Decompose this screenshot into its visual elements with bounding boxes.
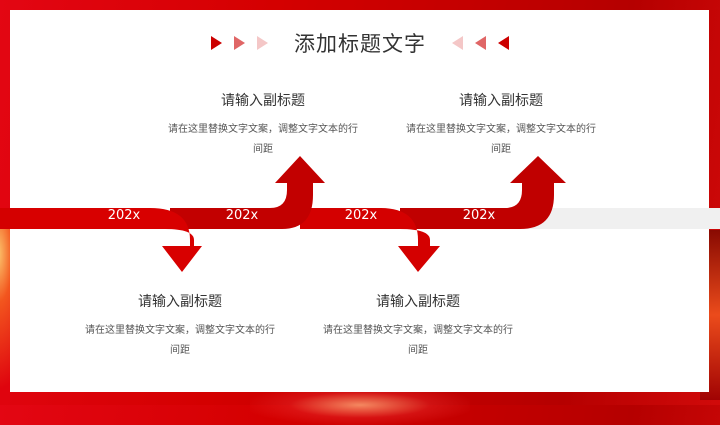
title-row: 添加标题文字 [0, 26, 720, 60]
year-label: 202x [225, 208, 259, 223]
year-label: 202x [344, 208, 378, 223]
down-arrow-icon [0, 208, 202, 272]
item-description-cont: 间距 [170, 345, 190, 356]
triangle-left-icon [475, 36, 486, 50]
item-description: 请在这里替换文字文案，调整文字文本的行 [85, 325, 275, 336]
item-description: 请在这里替换文字文案，调整文字文本的行 [168, 124, 358, 135]
page-title: 添加标题文字 [294, 32, 426, 56]
down-arrow-icon [300, 208, 440, 272]
timeline-track-gray [520, 208, 720, 229]
item-subtitle: 请输入副标题 [459, 93, 543, 109]
triangle-right-icon [211, 36, 222, 50]
timeline-item-bottom-1: 请输入副标题 请在这里替换文字文案，调整文字文本的行 间距 [60, 291, 300, 361]
year-label: 202x [462, 208, 496, 223]
up-arrow-icon [170, 156, 325, 229]
timeline-item-top-2: 请输入副标题 请在这里替换文字文案，调整文字文本的行 间距 [381, 90, 621, 160]
item-description-cont: 间距 [253, 144, 273, 155]
up-arrow-icon [400, 156, 566, 229]
timeline-diagram [0, 156, 720, 272]
triangle-right-icon [257, 36, 268, 50]
content-card [10, 10, 709, 392]
timeline-item-bottom-2: 请输入副标题 请在这里替换文字文案，调整文字文本的行 间距 [298, 291, 538, 361]
item-description: 请在这里替换文字文案，调整文字文本的行 [406, 124, 596, 135]
triangle-right-icon [234, 36, 245, 50]
item-description: 请在这里替换文字文案，调整文字文本的行 [323, 325, 513, 336]
year-label: 202x [107, 208, 141, 223]
item-subtitle: 请输入副标题 [376, 294, 460, 310]
item-description-cont: 间距 [408, 345, 428, 356]
timeline-item-top-1: 请输入副标题 请在这里替换文字文案，调整文字文本的行 间距 [143, 90, 383, 160]
item-subtitle: 请输入副标题 [138, 294, 222, 310]
triangle-left-icon [498, 36, 509, 50]
item-subtitle: 请输入副标题 [221, 93, 305, 109]
item-description-cont: 间距 [491, 144, 511, 155]
triangle-left-icon [452, 36, 463, 50]
